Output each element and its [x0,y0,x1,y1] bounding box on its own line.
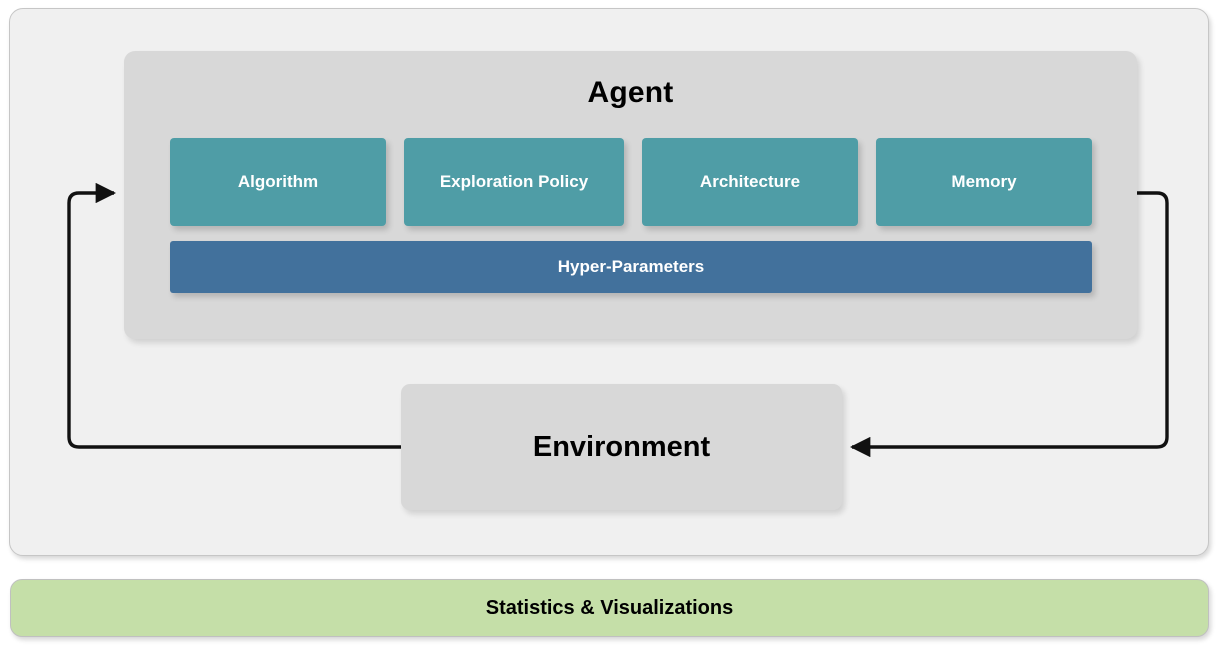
agent-component-memory[interactable]: Memory [876,138,1092,226]
hyper-parameters-label: Hyper-Parameters [557,257,705,276]
agent-component-architecture[interactable]: Architecture [642,138,858,226]
agent-component-exploration-policy[interactable]: Exploration Policy [404,138,624,226]
agent-component-label: Memory [951,172,1017,191]
statistics-visualizations-bar[interactable]: Statistics & Visualizations [10,579,1209,637]
agent-panel: Agent Algorithm Exploration Policy Archi… [124,51,1137,339]
environment-label: Environment [532,430,711,463]
environment-box[interactable]: Environment [401,384,842,510]
agent-component-label: Architecture [699,172,801,191]
hyper-parameters-bar[interactable]: Hyper-Parameters [170,241,1092,293]
agent-component-label: Algorithm [237,172,319,191]
statistics-visualizations-label: Statistics & Visualizations [485,596,734,619]
agent-title: Agent [587,76,674,109]
agent-component-row: Algorithm Exploration Policy Architectur… [170,138,1092,226]
agent-component-label: Exploration Policy [439,172,589,191]
agent-component-algorithm[interactable]: Algorithm [170,138,386,226]
